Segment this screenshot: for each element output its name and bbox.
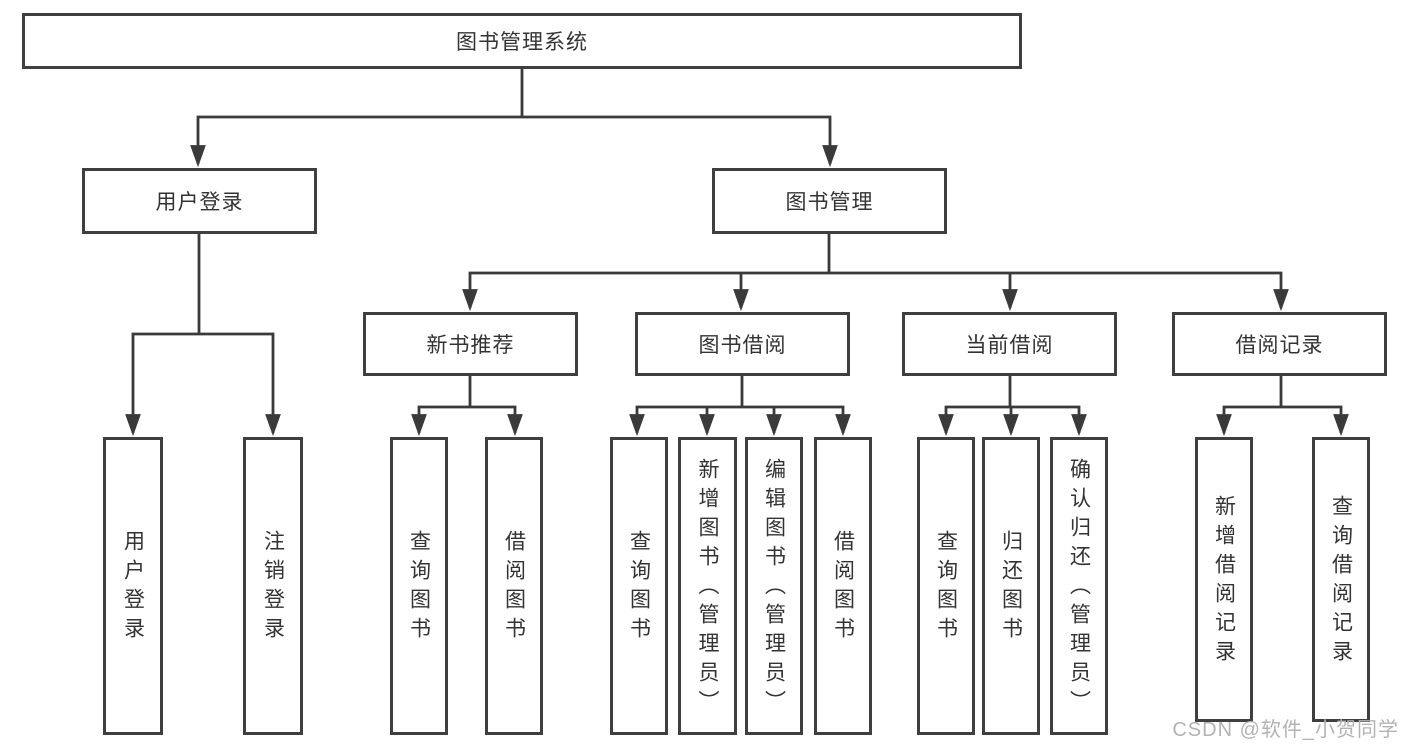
node-new-book-recommendation: 新书推荐 bbox=[363, 312, 578, 376]
leaf-return-books: 归还图书 bbox=[982, 437, 1040, 735]
leaf-logout: 注销登录 bbox=[243, 437, 303, 735]
leaf-query-books: 查询图书 bbox=[917, 437, 975, 735]
node-book-borrowing: 图书借阅 bbox=[635, 312, 850, 376]
leaf-query-books: 查询图书 bbox=[610, 437, 668, 735]
leaf-query-books: 查询图书 bbox=[390, 437, 448, 735]
leaf-edit-books-admin: 编辑图书（管理员） bbox=[745, 437, 803, 735]
node-user-login: 用户登录 bbox=[82, 168, 317, 234]
leaf-borrow-books: 借阅图书 bbox=[814, 437, 872, 735]
node-current-borrowing: 当前借阅 bbox=[902, 312, 1117, 376]
leaf-query-borrow-record: 查询借阅记录 bbox=[1312, 437, 1370, 722]
leaf-add-borrow-record: 新增借阅记录 bbox=[1195, 437, 1253, 722]
leaf-add-books-admin: 新增图书（管理员） bbox=[678, 437, 737, 735]
node-library-system: 图书管理系统 bbox=[22, 13, 1022, 69]
leaf-user-login: 用户登录 bbox=[103, 437, 163, 735]
watermark: CSDN @软件_小贺同学 bbox=[1172, 719, 1399, 741]
node-book-management: 图书管理 bbox=[712, 168, 947, 234]
leaf-borrow-books: 借阅图书 bbox=[485, 437, 543, 735]
node-borrowing-records: 借阅记录 bbox=[1172, 312, 1387, 376]
leaf-confirm-return-admin: 确认归还（管理员） bbox=[1050, 437, 1108, 735]
